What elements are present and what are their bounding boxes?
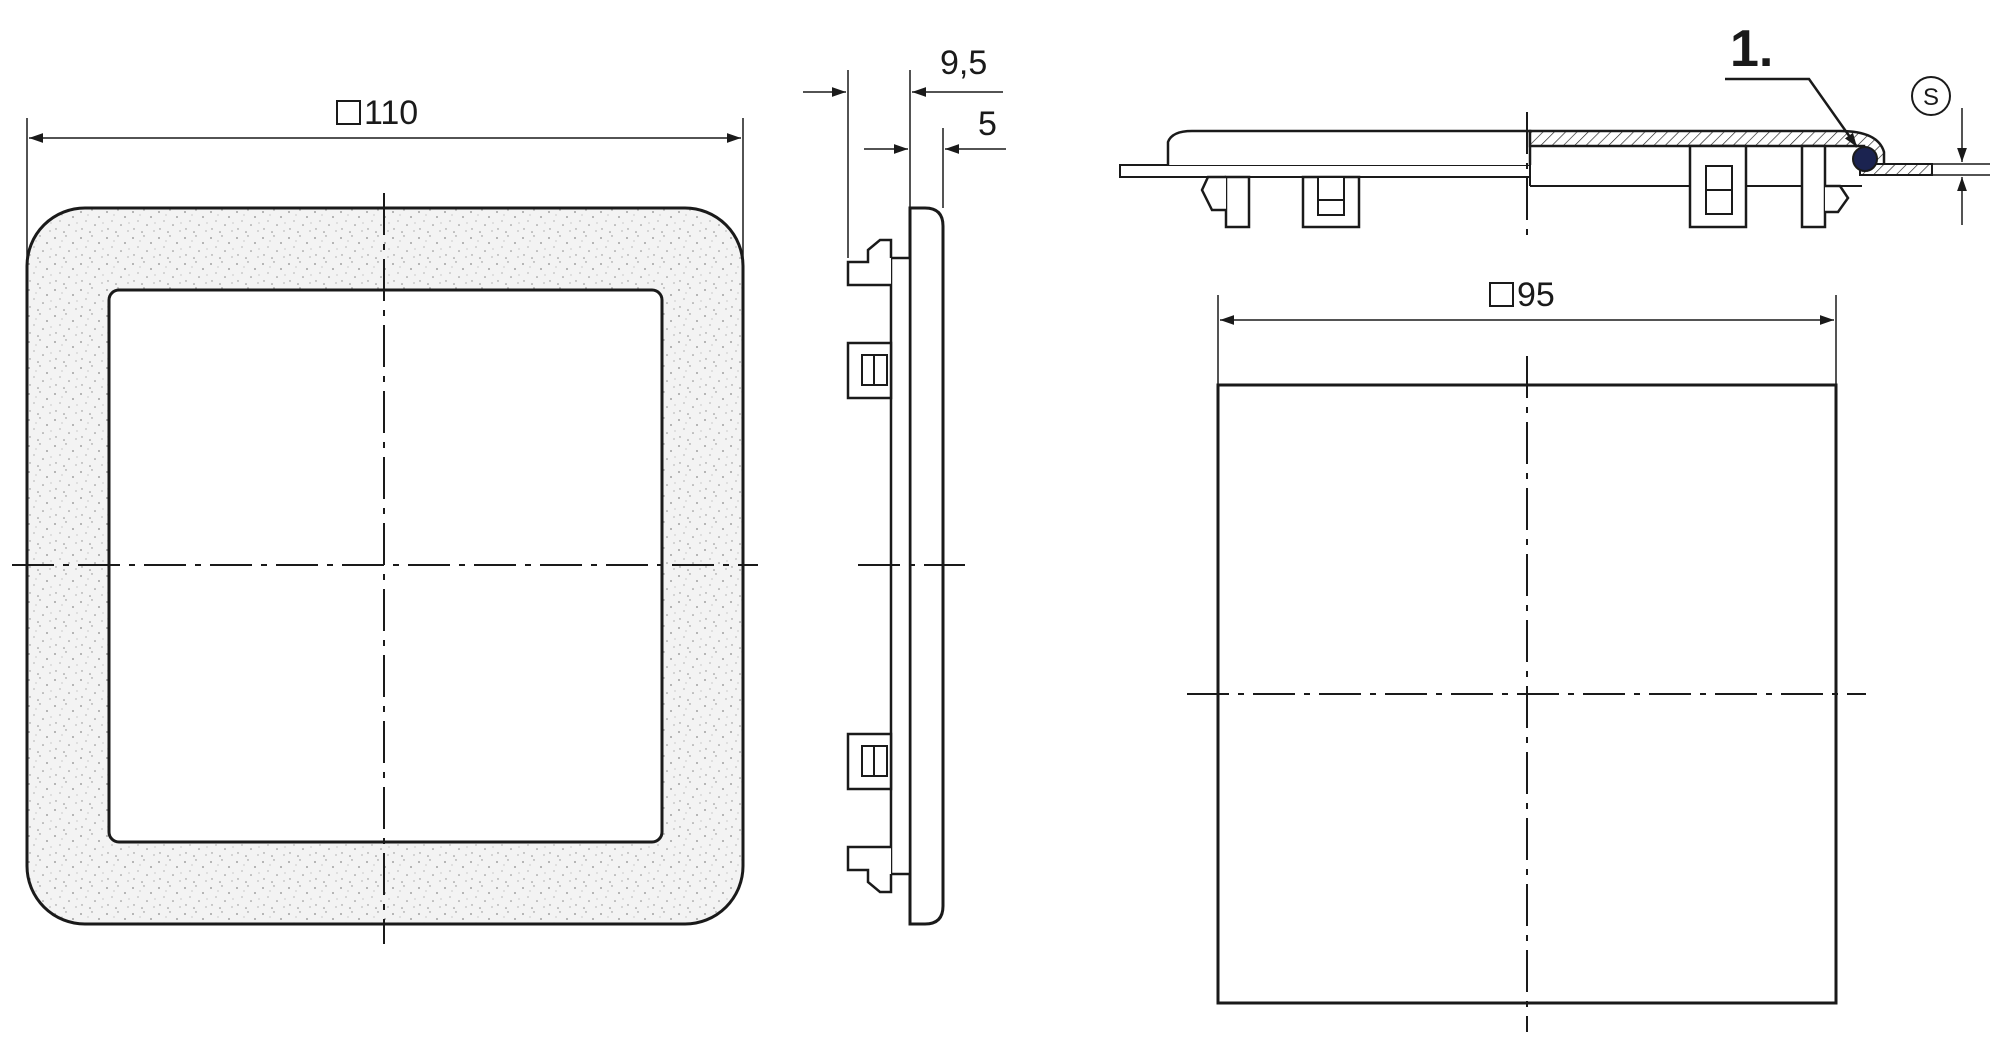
dimension-label-9-5: 9,5 xyxy=(940,44,987,82)
section-view: 1. S xyxy=(1119,20,1990,240)
thickness-symbol-icon xyxy=(1911,76,1951,116)
cover-view: 95 xyxy=(1187,276,1866,1032)
dimension-label-110: 110 xyxy=(364,94,418,132)
seal-icon xyxy=(1852,146,1878,172)
latch-bottom xyxy=(846,845,893,894)
section-body-left xyxy=(1166,129,1532,165)
dimension-label-95: 95 xyxy=(1517,276,1555,314)
dimension-label-5: 5 xyxy=(978,105,997,143)
section-latch-left xyxy=(1200,175,1226,212)
square-symbol-icon xyxy=(336,100,361,125)
square-symbol-icon xyxy=(1489,282,1514,307)
thickness-symbol-label: S xyxy=(1923,84,1939,111)
latch-top xyxy=(846,238,893,287)
section-pin-2 xyxy=(1800,144,1827,229)
section-pin-1 xyxy=(1224,175,1251,229)
callout-label: 1. xyxy=(1730,20,1773,78)
section-base-strip xyxy=(1119,164,1531,178)
callout-leader xyxy=(1725,77,1859,148)
side-view: 9,5 5 xyxy=(803,44,1006,926)
front-view: 110 xyxy=(12,94,758,944)
section-latch-right xyxy=(1825,184,1850,214)
